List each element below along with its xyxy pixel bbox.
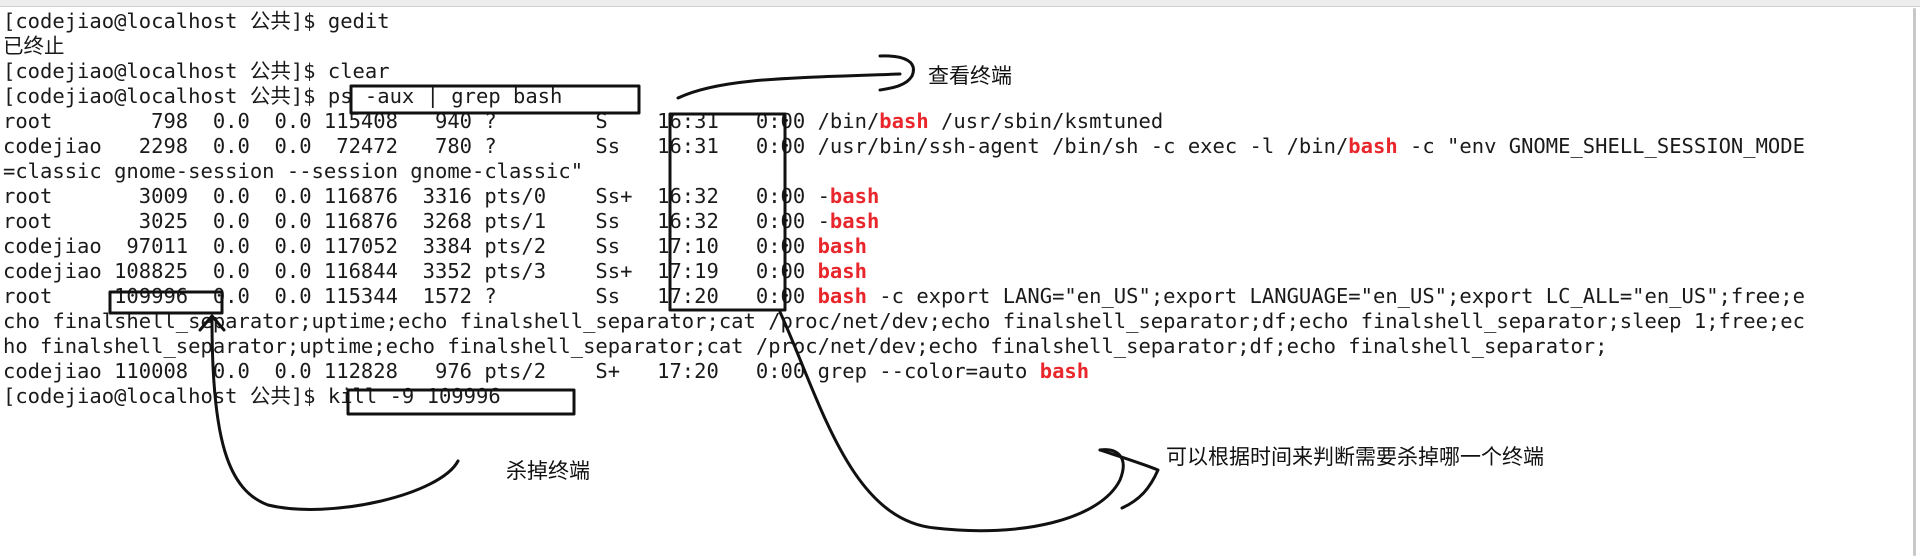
terminal-text: codejiao 110008 0.0 0.0 112828 976 pts/2… [3,359,1040,383]
terminal-line: [codejiao@localhost 公共]$ kill -9 109996 [3,384,1893,409]
terminal-line: cho finalshell_separator;uptime;echo fin… [3,309,1893,334]
terminal-text: -c export LANG="en_US";export LANGUAGE="… [866,284,1805,308]
terminal-line: codejiao 108825 0.0 0.0 116844 3352 pts/… [3,259,1893,284]
terminal-line: codejiao 110008 0.0 0.0 112828 976 pts/2… [3,359,1893,384]
terminal-text: [codejiao@localhost 公共]$ gedit [3,9,390,33]
terminal-text: ho finalshell_separator;uptime;echo fina… [3,334,1608,358]
highlighted-match: bash [1039,359,1090,383]
terminal-line: 已终止 [3,34,1893,59]
annotation-kill-terminal: 杀掉终端 [506,459,590,483]
terminal-text: [codejiao@localhost 公共]$ kill -9 109996 [3,384,501,408]
terminal-text: cho finalshell_separator;uptime;echo fin… [3,309,1805,333]
terminal-line: codejiao 2298 0.0 0.0 72472 780 ? Ss 16:… [3,134,1893,159]
terminal-text: root 798 0.0 0.0 115408 940 ? S 16:31 0:… [3,109,880,133]
highlighted-match: bash [879,109,929,133]
terminal-line: [codejiao@localhost 公共]$ clear [3,59,1893,84]
terminal-text: =classic gnome-session --session gnome-c… [3,159,584,183]
highlighted-match: bash [829,209,880,233]
terminal-text: codejiao 2298 0.0 0.0 72472 780 ? Ss 16:… [3,134,1349,158]
terminal-text: 已终止 [3,34,65,58]
terminal-text: [codejiao@localhost 公共]$ clear [3,59,390,83]
terminal-text: /usr/sbin/ksmtuned [928,109,1164,133]
terminal-text: root 109996 0.0 0.0 115344 1572 ? Ss 17:… [3,284,818,308]
highlighted-match: bash [829,184,880,208]
highlighted-match: bash [817,259,867,283]
terminal-line: root 798 0.0 0.0 115408 940 ? S 16:31 0:… [3,109,1893,134]
terminal-text: root 3009 0.0 0.0 116876 3316 pts/0 Ss+ … [3,184,830,208]
terminal-line: root 109996 0.0 0.0 115344 1572 ? Ss 17:… [3,284,1893,309]
highlighted-match: bash [817,234,867,258]
terminal-text: [codejiao@localhost 公共]$ ps -aux | grep … [3,84,563,108]
terminal-text: -c "env GNOME_SHELL_SESSION_MODE [1397,134,1805,158]
annotation-view-terminal: 查看终端 [928,64,1012,88]
terminal-line: codejiao 97011 0.0 0.0 117052 3384 pts/2… [3,234,1893,259]
terminal-line: root 3009 0.0 0.0 116876 3316 pts/0 Ss+ … [3,184,1893,209]
menu-bar[interactable] [0,0,1920,7]
terminal-text: codejiao 108825 0.0 0.0 116844 3352 pts/… [3,259,818,283]
highlighted-match: bash [817,284,867,308]
terminal-text: root 3025 0.0 0.0 116876 3268 pts/1 Ss 1… [3,209,830,233]
terminal-line: =classic gnome-session --session gnome-c… [3,159,1893,184]
terminal-text: codejiao 97011 0.0 0.0 117052 3384 pts/2… [3,234,818,258]
scrollbar[interactable] [1913,8,1916,556]
terminal-line: [codejiao@localhost 公共]$ gedit [3,9,1893,34]
terminal-line: ho finalshell_separator;uptime;echo fina… [3,334,1893,359]
terminal-line: root 3025 0.0 0.0 116876 3268 pts/1 Ss 1… [3,209,1893,234]
annotation-judge-by-time: 可以根据时间来判断需要杀掉哪一个终端 [1166,445,1544,469]
highlighted-match: bash [1348,134,1398,158]
